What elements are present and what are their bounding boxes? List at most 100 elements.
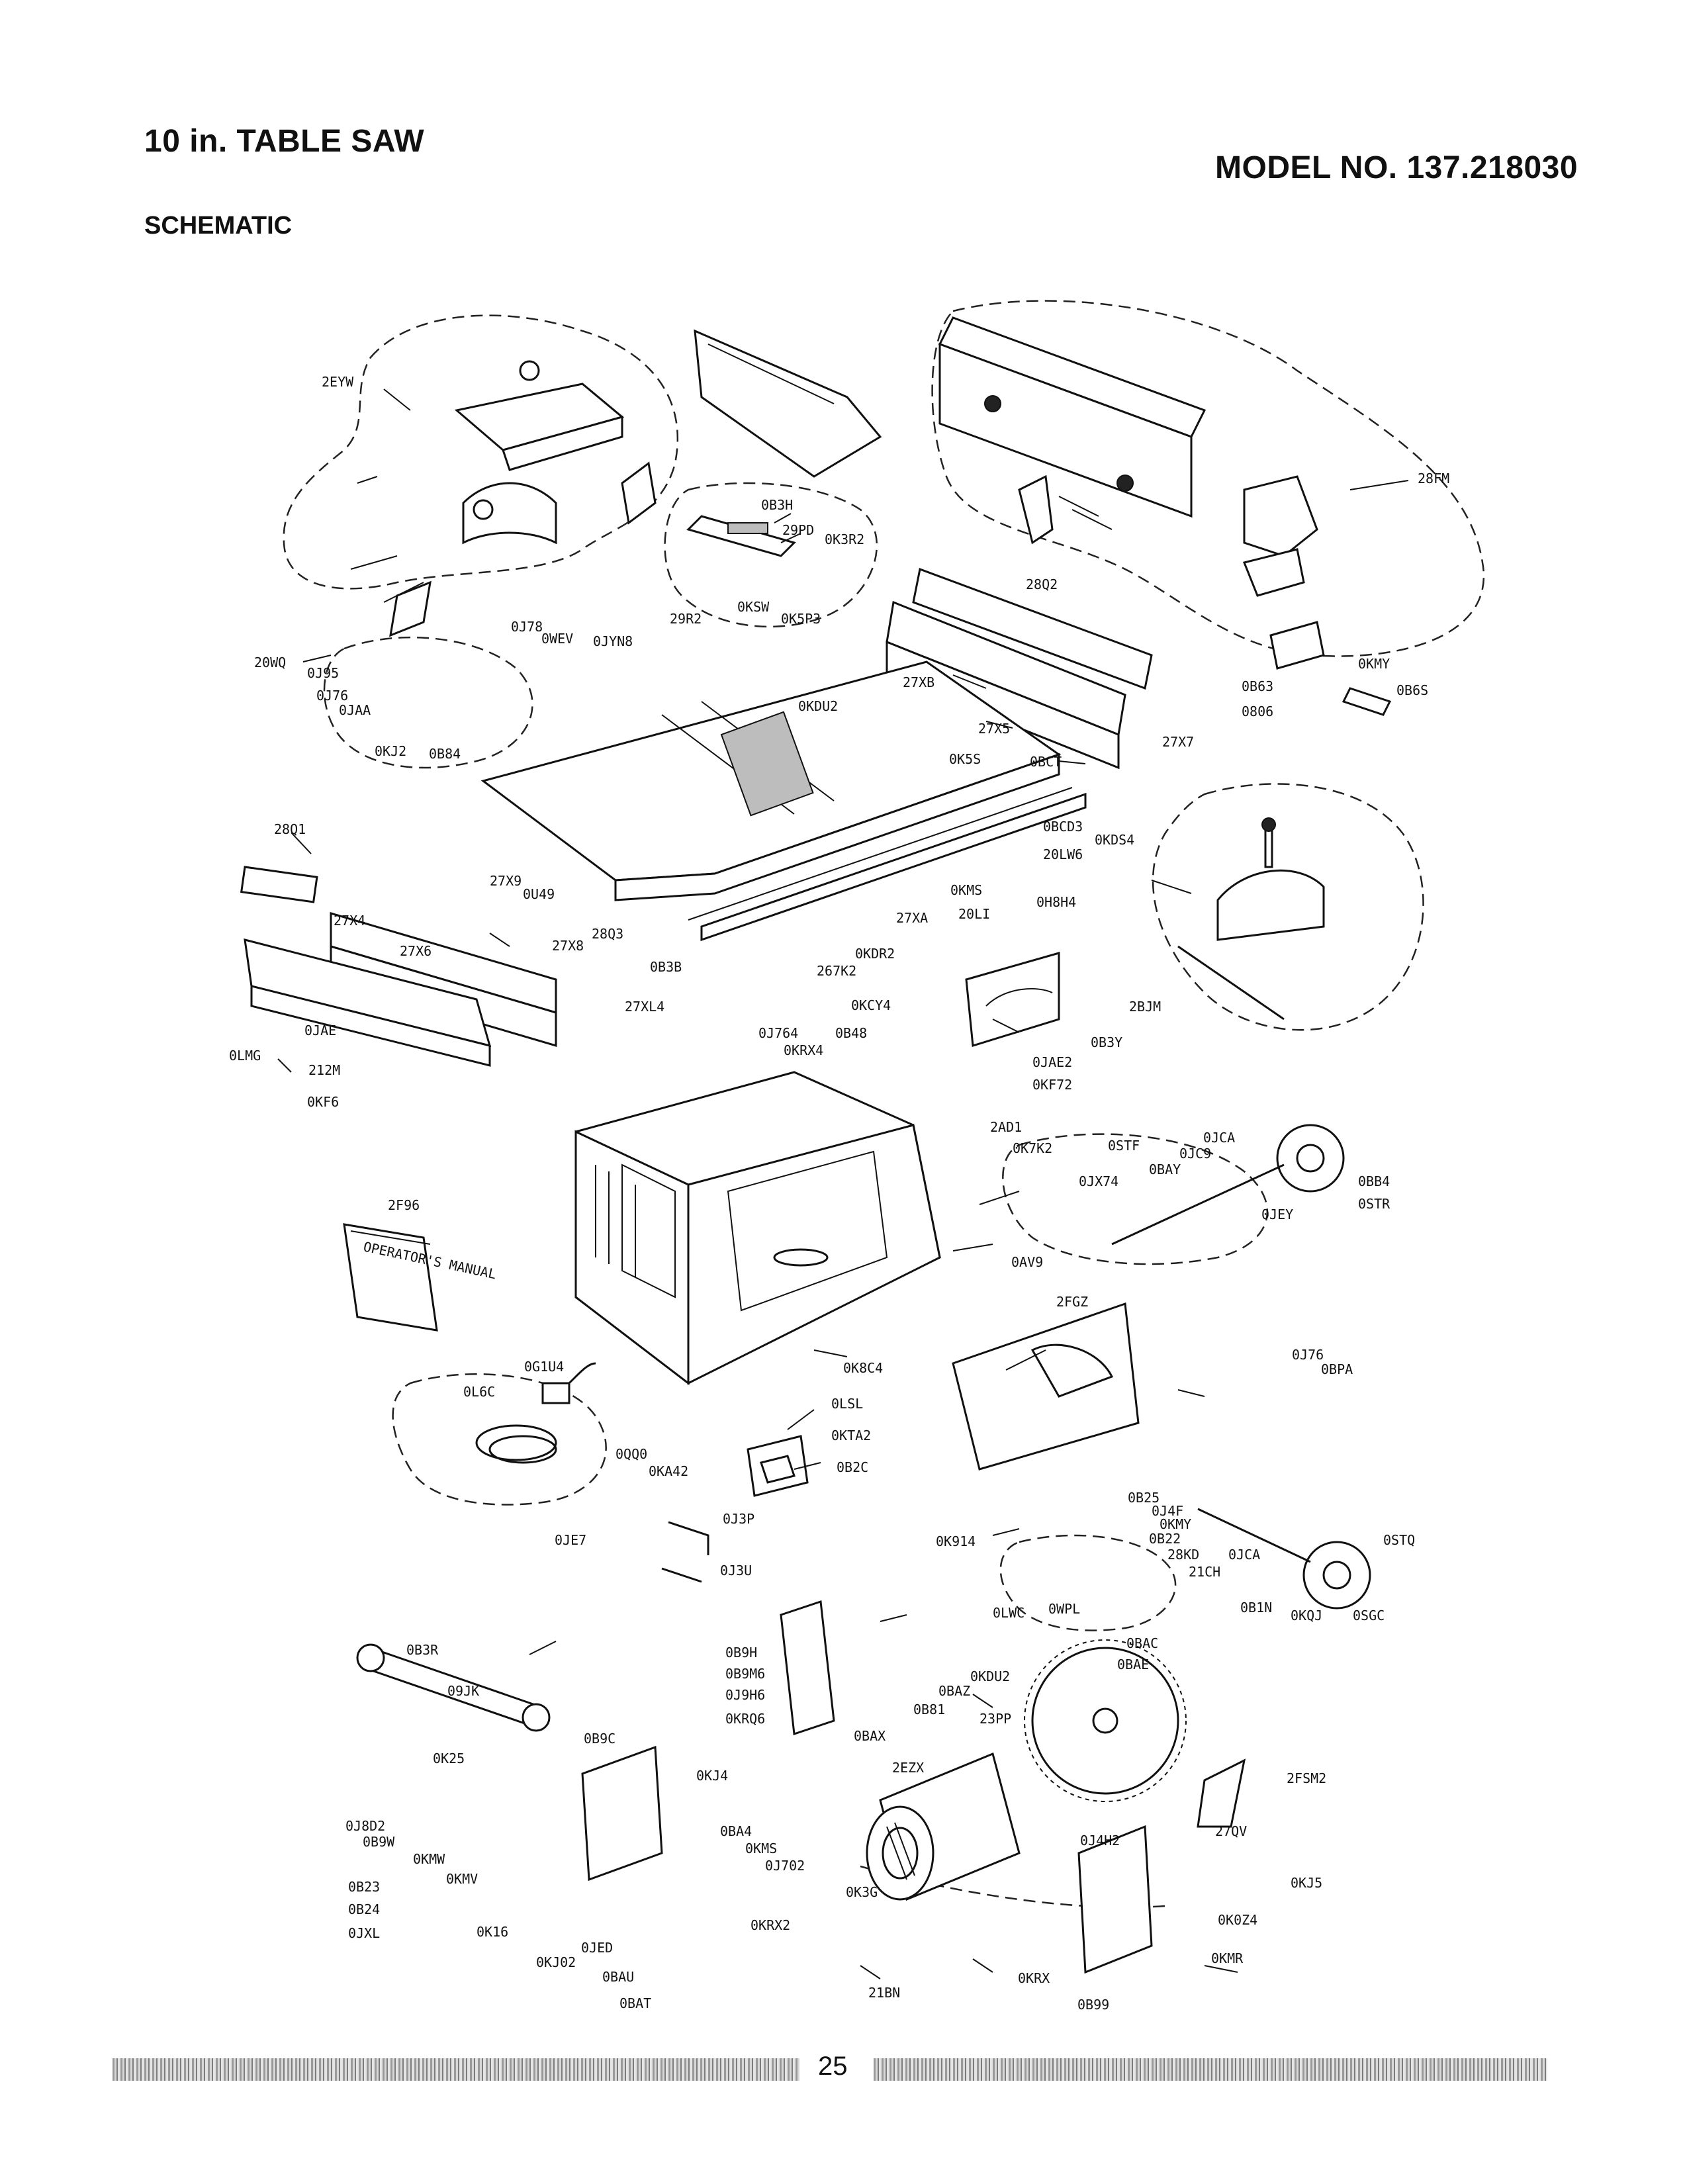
part-callout: 0KJ02 [536, 1954, 576, 1970]
group-outline-fence [931, 300, 1485, 657]
part-callout: 0BPA [1321, 1361, 1353, 1377]
part-callout: 0B25 [1128, 1490, 1160, 1506]
part-callout: 0KJ5 [1291, 1875, 1322, 1891]
part-callout: 0JXL [348, 1925, 380, 1941]
part-callout: 27XA [896, 910, 928, 926]
part-callout: 0BAT [619, 1995, 651, 2011]
table-insert [686, 329, 882, 557]
part-callout: 212M [308, 1062, 340, 1078]
part-callout: 0BAC [1126, 1635, 1158, 1651]
part-callout: 0B63 [1242, 678, 1273, 694]
part-callout: 0B3Y [1091, 1034, 1122, 1050]
part-callout: 20WQ [254, 655, 286, 670]
part-callout: 0K3R2 [825, 531, 864, 547]
part-callout: 2EZX [892, 1760, 924, 1776]
part-callout: 0K25 [433, 1751, 465, 1766]
part-callout: 28Q2 [1026, 576, 1058, 592]
riving-knife [1197, 1758, 1246, 1828]
saw-base [574, 1071, 941, 1386]
part-callout: 0KRQ6 [725, 1711, 765, 1727]
part-callout: 28FM [1418, 471, 1449, 486]
part-callout: 23PP [979, 1711, 1011, 1727]
part-callout: 0J764 [758, 1025, 798, 1041]
part-callout: 27X5 [978, 721, 1010, 737]
part-callout: 29PD [782, 522, 814, 538]
part-callout: 20LI [958, 906, 990, 922]
part-callout: 0KQJ [1291, 1608, 1322, 1623]
part-callout: 28KD [1167, 1547, 1199, 1563]
part-callout: 0B6S [1396, 682, 1428, 698]
callout-labels: 2EYW 0B3H 29PD 0K3R2 28FM 28Q2 0KSW 0K5P… [229, 374, 1449, 2013]
part-callout: 0KMS [745, 1841, 777, 1856]
part-callout: 0K914 [936, 1533, 976, 1549]
part-callout: 0JCA [1203, 1130, 1235, 1146]
part-callout: 0KMR [1211, 1950, 1244, 1966]
part-callout: 0BAE [1117, 1657, 1149, 1672]
part-callout: 0JAE [304, 1023, 336, 1038]
part-callout: 0J9H6 [725, 1687, 765, 1703]
part-callout: 0KDU2 [798, 698, 838, 714]
part-callout: 2FSM2 [1287, 1770, 1326, 1786]
part-callout: 27QV [1215, 1823, 1247, 1839]
part-callout: 0H8H4 [1036, 894, 1076, 910]
part-callout: 0BCD3 [1043, 819, 1083, 835]
part-callout: 0B9H [725, 1645, 757, 1661]
part-callout: 0KMW [413, 1851, 445, 1867]
part-callout: 0J76 [1292, 1347, 1324, 1363]
part-callout: 0BAX [854, 1728, 886, 1744]
part-callout: 0J702 [765, 1858, 805, 1874]
part-callout: 29R2 [670, 611, 702, 627]
part-callout: 0STF [1108, 1138, 1140, 1154]
part-callout: 27X6 [400, 943, 432, 959]
part-callout: 27X4 [334, 913, 365, 929]
part-callout: 0LMG [229, 1048, 261, 1064]
footer-bar-right [874, 2058, 1547, 2081]
part-callout: 0B99 [1077, 1997, 1109, 2013]
part-callout: 0J4F [1152, 1503, 1183, 1519]
part-callout: 0B48 [835, 1025, 867, 1041]
part-callout: 0KJ2 [375, 743, 406, 759]
part-callout: 0K16 [477, 1924, 508, 1940]
part-callout: 2F96 [388, 1197, 420, 1213]
rip-fence-assembly [938, 316, 1392, 716]
part-callout: 0SGC [1353, 1608, 1385, 1623]
rear-rail-right [912, 567, 1153, 690]
part-callout: 0WEV [541, 631, 573, 647]
miter-gauge [1177, 817, 1325, 1021]
part-callout: 0KMY [1358, 656, 1390, 672]
left-extension-rails [240, 866, 557, 1067]
part-callout: 0KF72 [1032, 1077, 1072, 1093]
part-callout: 28Q3 [592, 926, 623, 942]
part-callout: 0BAY [1149, 1161, 1181, 1177]
part-callout: 0BCT [1030, 754, 1062, 770]
elevation-handwheel [1111, 1124, 1345, 1246]
part-callout: 267K2 [817, 963, 856, 979]
group-outline-insert [664, 482, 878, 628]
part-callout: 09JK [447, 1683, 479, 1699]
group-outline-guard [283, 314, 679, 590]
part-callout: 0JAA [339, 702, 371, 718]
part-callout: 0J76 [316, 688, 348, 704]
operators-manual: OPERATOR'S MANUAL [343, 1223, 498, 1332]
part-callout: 0B3B [650, 959, 682, 975]
part-callout: 0J8D2 [345, 1818, 385, 1834]
document-title: 10 in. TABLE SAW [144, 124, 425, 159]
part-callout: 0806 [1242, 704, 1273, 719]
part-callout: 0B9M6 [725, 1666, 765, 1682]
group-outline-splitter [323, 636, 533, 769]
part-callout: 0BA4 [720, 1823, 752, 1839]
part-callout: 0B22 [1149, 1531, 1181, 1547]
part-callout: 0KRX [1018, 1970, 1050, 1986]
part-callout: 0JED [581, 1940, 613, 1956]
part-callout: 0U49 [523, 886, 555, 902]
part-callout: 0B2C [837, 1459, 868, 1475]
part-callout: 0KCY4 [851, 997, 891, 1013]
part-callout: 0J95 [307, 665, 339, 681]
part-callout: 0KA42 [649, 1463, 688, 1479]
part-callout: 0L6C [463, 1384, 495, 1400]
part-callout: 0BAZ [938, 1683, 970, 1699]
part-callout: 0J4H2 [1080, 1833, 1120, 1848]
group-outline-crank [1002, 1133, 1269, 1265]
part-callout: 0G1U4 [524, 1359, 564, 1375]
part-callout: 20LW6 [1043, 846, 1083, 862]
